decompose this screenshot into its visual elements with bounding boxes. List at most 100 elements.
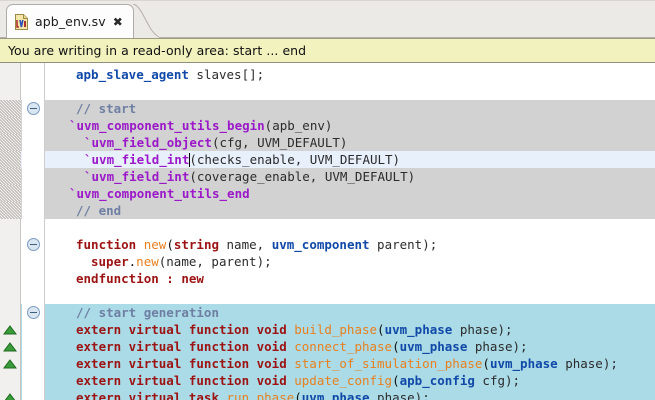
implements-method-marker-icon[interactable] — [3, 342, 17, 352]
code-line[interactable]: extern virtual function void build_phase… — [76, 321, 513, 338]
fold-collapse-icon[interactable] — [27, 102, 40, 115]
code-token-kw: extern virtual function void — [76, 339, 295, 354]
code-token-id: (name, parent); — [158, 254, 272, 269]
block-highlight — [0, 134, 655, 151]
block-highlight — [0, 117, 655, 134]
code-token-macro: `uvm_component_utils_end — [69, 186, 250, 201]
code-token-macro: `uvm_field_object — [84, 135, 212, 150]
code-token-punc: ( — [392, 373, 400, 388]
code-token-kw: extern virtual function void — [76, 373, 295, 388]
code-token-cmt: // end — [76, 203, 122, 218]
code-line[interactable]: apb_slave_agent slaves[]; — [76, 66, 264, 83]
code-line[interactable]: `uvm_component_utils_end — [69, 185, 250, 202]
code-line[interactable]: extern virtual task run_phase(uvm_phase … — [76, 389, 430, 400]
code-token-id: (coverage_enable, UVM_DEFAULT) — [189, 169, 416, 184]
annotation-ruler[interactable] — [0, 63, 21, 400]
editor-tab-apb-env-sv[interactable]: apb_env.sv ✖ — [6, 4, 134, 38]
read-only-warning-bar: You are writing in a read-only area: sta… — [0, 38, 655, 63]
code-area[interactable]: apb_slave_agent slaves[];// start`uvm_co… — [46, 63, 655, 400]
implements-method-marker-icon[interactable] — [3, 359, 17, 369]
code-token-kw: string — [173, 237, 219, 252]
code-token-punc: ( — [377, 322, 385, 337]
code-token-cmt: // start — [76, 101, 137, 116]
code-token-meth: connect_phase — [294, 339, 393, 354]
code-token-cmt: // start generation — [76, 305, 219, 320]
code-line[interactable]: `uvm_field_int(coverage_enable, UVM_DEFA… — [84, 168, 415, 185]
current-line-highlight — [0, 151, 655, 168]
code-token-type: uvm_phase — [399, 339, 468, 354]
code-token-id: phase); — [369, 390, 430, 400]
block-highlight — [0, 168, 655, 185]
editor-canvas[interactable]: apb_slave_agent slaves[];// start`uvm_co… — [0, 63, 655, 400]
block-highlight — [0, 338, 655, 355]
block-highlight — [0, 355, 655, 372]
code-token-macro: `uvm_field_int — [84, 169, 190, 184]
code-token-kw: extern virtual function void — [76, 322, 295, 337]
code-line[interactable]: // start generation — [76, 304, 219, 321]
code-token-type: uvm_phase — [301, 390, 370, 400]
block-highlight — [0, 304, 655, 321]
code-token-id: name, — [219, 237, 272, 252]
read-only-range-indicator — [0, 117, 21, 134]
block-highlight — [0, 100, 655, 117]
code-token-kw: extern virtual task — [76, 390, 227, 400]
code-token-punc: ( — [482, 356, 490, 371]
code-token-id: phase); — [452, 322, 513, 337]
code-token-macro: `uvm_component_utils_begin — [69, 118, 265, 133]
code-token-type: uvm_phase — [489, 356, 558, 371]
block-highlight — [0, 321, 655, 338]
code-token-id: (checks_enable, UVM_DEFAULT) — [189, 152, 401, 167]
code-token-meth: build_phase — [294, 322, 378, 337]
text-caret — [189, 153, 190, 167]
code-token-meth: new — [143, 237, 167, 252]
block-highlight — [0, 202, 655, 219]
code-token-kw: endfunction : new — [76, 271, 204, 286]
block-highlight — [0, 389, 655, 400]
code-token-id: parent); — [369, 237, 438, 252]
code-line[interactable]: extern virtual function void update_conf… — [76, 372, 520, 389]
folding-marker-column[interactable] — [22, 63, 45, 400]
code-token-id: phase); — [467, 339, 528, 354]
fold-collapse-icon[interactable] — [27, 238, 40, 251]
code-line[interactable]: `uvm_field_int(checks_enable, UVM_DEFAUL… — [84, 151, 400, 168]
fold-collapse-icon[interactable] — [27, 306, 40, 319]
close-icon[interactable]: ✖ — [112, 14, 123, 29]
code-token-id: cfg); — [474, 373, 521, 388]
tab-title: apb_env.sv — [35, 14, 106, 29]
code-line[interactable]: super.new(name, parent); — [91, 253, 272, 270]
code-token-id: phase); — [557, 356, 618, 371]
code-line[interactable]: // end — [76, 202, 121, 219]
code-line[interactable]: function new(string name, uvm_component … — [76, 236, 437, 253]
code-token-meth: new — [136, 254, 159, 269]
code-line[interactable]: extern virtual function void connect_pha… — [76, 338, 528, 355]
code-line[interactable]: `uvm_component_utils_begin(apb_env) — [69, 117, 332, 134]
code-token-kw: super — [91, 254, 129, 269]
code-token-meth: run_phase — [226, 390, 295, 400]
block-highlight — [0, 372, 655, 389]
code-line[interactable]: endfunction : new — [76, 270, 204, 287]
code-token-punc: ( — [392, 339, 400, 354]
code-token-id: (apb_env) — [264, 118, 333, 133]
code-token-type: uvm_phase — [384, 322, 453, 337]
code-token-macro: `uvm_field_int — [84, 152, 190, 167]
code-token-kw: extern virtual function void — [76, 356, 295, 371]
code-line[interactable]: // start — [76, 100, 136, 117]
code-token-type: apb_slave_agent — [76, 67, 189, 82]
code-token-type: apb_config — [399, 373, 475, 388]
code-line[interactable]: `uvm_field_object(cfg, UVM_DEFAULT) — [84, 134, 347, 151]
code-token-punc: ( — [294, 390, 302, 400]
code-token-type: uvm_component — [271, 237, 370, 252]
implements-method-marker-icon[interactable] — [3, 393, 17, 400]
code-token-meth: update_config — [294, 373, 393, 388]
code-token-punc: ( — [166, 237, 174, 252]
code-token-id: slaves[]; — [188, 67, 265, 82]
read-only-range-indicator — [0, 185, 21, 202]
warning-message: You are writing in a read-only area: sta… — [8, 43, 307, 58]
code-line[interactable]: extern virtual function void start_of_si… — [76, 355, 618, 372]
code-token-id: (cfg, UVM_DEFAULT) — [211, 135, 348, 150]
read-only-range-indicator — [0, 100, 21, 117]
code-token-meth: start_of_simulation_phase — [294, 356, 483, 371]
implements-method-marker-icon[interactable] — [3, 325, 17, 335]
editor-tab-bar: apb_env.sv ✖ — [0, 0, 655, 38]
read-only-range-indicator — [0, 202, 21, 219]
